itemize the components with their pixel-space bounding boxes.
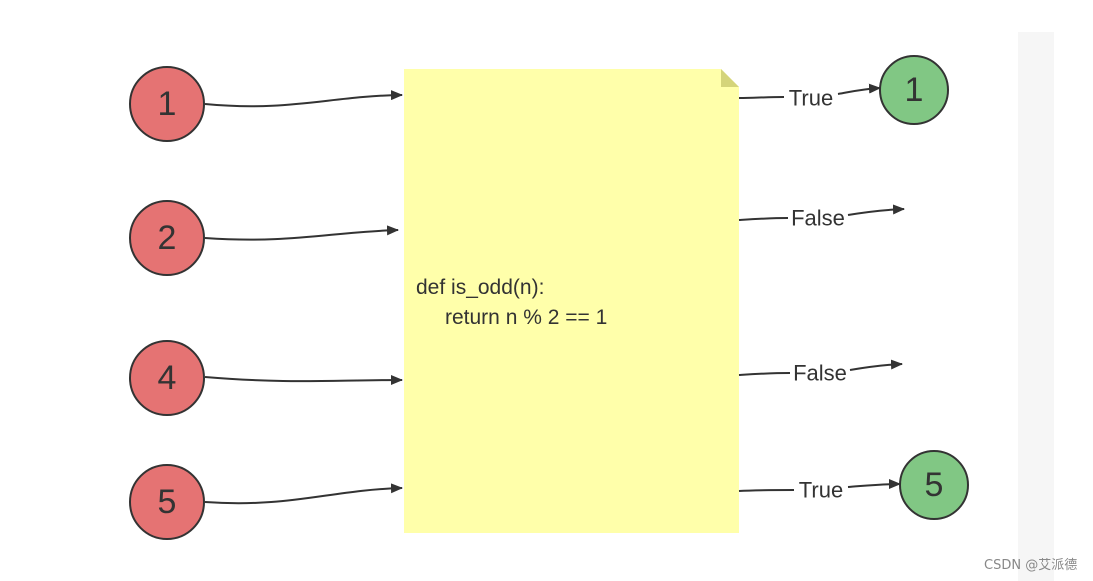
- code-line-return: return n % 2 == 1: [445, 306, 607, 329]
- input-node-4: 4: [129, 340, 205, 416]
- output-node-label: 1: [905, 71, 924, 109]
- input-node-label: 2: [158, 219, 177, 257]
- note-fold: [721, 69, 739, 87]
- output-result-label-1: True: [789, 86, 833, 111]
- input-node-label: 5: [158, 483, 177, 521]
- input-arrow-2: [204, 225, 399, 241]
- output-result-label-3: False: [793, 361, 847, 386]
- output-node-circle: [899, 450, 969, 520]
- output-result-label-2: False: [791, 206, 845, 231]
- output-node-5: 5: [899, 450, 969, 520]
- output-edge-2-arrow: [847, 204, 905, 216]
- output-edge-2-lead: [738, 217, 789, 221]
- output-edge-4-lead: [738, 489, 795, 492]
- note-body: [404, 69, 739, 533]
- background-strip: [1018, 32, 1054, 581]
- output-edge-1-lead: [738, 96, 785, 99]
- output-edge-1-arrow: [837, 83, 881, 95]
- input-arrows: [204, 90, 403, 505]
- output-node-1: 1: [879, 55, 949, 125]
- output-node-label: 5: [925, 466, 944, 504]
- output-node-circle: [879, 55, 949, 125]
- output-edge-4-arrow: [847, 479, 901, 490]
- input-node-circle: [129, 340, 205, 416]
- output-result-label-4: True: [799, 478, 843, 503]
- input-arrow-4: [204, 375, 403, 386]
- input-node-2: 2: [129, 200, 205, 276]
- code-line-def: def is_odd(n):: [416, 276, 544, 299]
- output-edge-3-lead: [738, 372, 791, 376]
- input-node-5: 5: [129, 464, 205, 540]
- input-node-label: 1: [158, 85, 177, 123]
- output-edges: [738, 83, 905, 492]
- input-node-circle: [129, 464, 205, 540]
- input-node-label: 4: [158, 359, 177, 397]
- watermark: CSDN @艾派德: [984, 558, 1078, 573]
- input-arrow-5: [204, 483, 403, 505]
- function-note: def is_odd(n): return n % 2 == 1: [404, 69, 739, 533]
- input-node-1: 1: [129, 66, 205, 142]
- output-edge-3-arrow: [849, 359, 903, 371]
- input-node-circle: [129, 200, 205, 276]
- input-node-circle: [129, 66, 205, 142]
- input-arrow-1: [204, 90, 403, 108]
